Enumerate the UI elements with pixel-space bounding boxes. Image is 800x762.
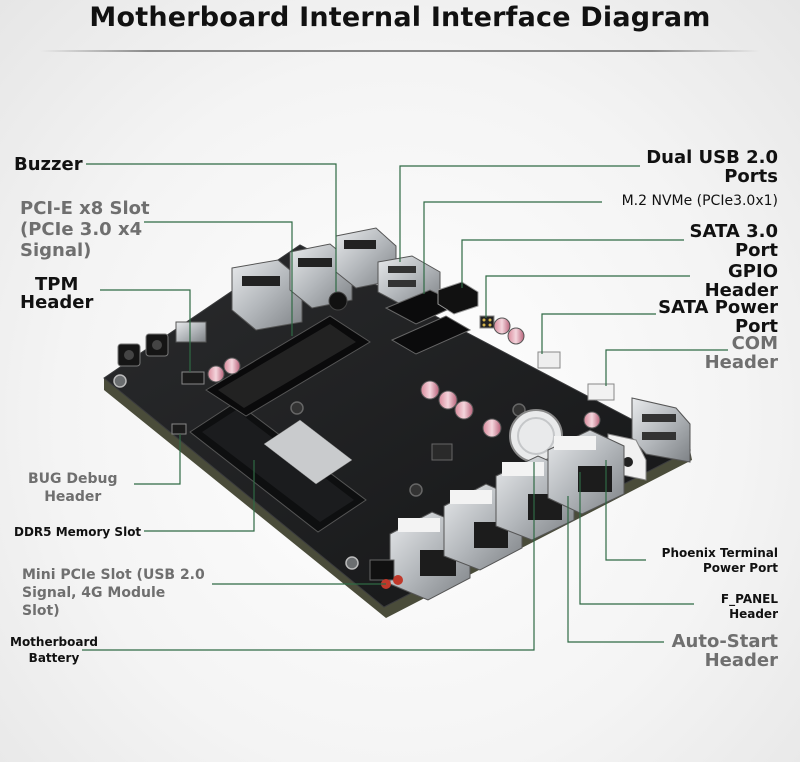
page-title: Motherboard Internal Interface Diagram bbox=[89, 2, 711, 33]
buzzer bbox=[328, 291, 348, 311]
label-battery-line-1: Motherboard bbox=[10, 635, 98, 649]
label-sata-port-line-1: SATA 3.0 bbox=[689, 221, 778, 242]
label-gpio-line-2: Header bbox=[704, 280, 778, 301]
capacitors bbox=[207, 317, 601, 438]
label-com-header: COM Header bbox=[705, 334, 778, 372]
label-battery-line-2: Battery bbox=[28, 651, 80, 665]
leader-bug-debug bbox=[134, 434, 181, 485]
label-dual-usb-line-2: Ports bbox=[724, 166, 778, 187]
leader-tpm-header bbox=[100, 289, 191, 372]
label-gpio-header: GPIO Header bbox=[705, 262, 778, 300]
label-m2-nvme: M.2 NVMe (PCIe3.0x1) bbox=[621, 193, 778, 209]
label-gpio-line-1: GPIO bbox=[728, 261, 778, 282]
mounting-hole bbox=[409, 483, 423, 497]
leader-buzzer bbox=[86, 163, 337, 292]
label-com-line-2: Header bbox=[704, 352, 778, 373]
tpm-header bbox=[181, 371, 205, 385]
leader-ddr5 bbox=[144, 460, 255, 532]
ddr5-sticker bbox=[263, 419, 353, 485]
leader-auto-start bbox=[567, 496, 664, 643]
leader-m2-nvme bbox=[423, 201, 602, 294]
usb-stack-rear-1 bbox=[231, 259, 303, 331]
leader-sata-power bbox=[541, 313, 656, 354]
leader-com-header bbox=[605, 349, 728, 386]
leader-gpio-header bbox=[485, 275, 690, 318]
leader-pcie-slot bbox=[144, 221, 293, 336]
label-motherboard-battery: Motherboard Battery bbox=[10, 634, 98, 666]
label-mini-pcie-line-1: Mini PCIe Slot (USB 2.0 bbox=[22, 567, 205, 583]
chipset bbox=[431, 443, 453, 461]
label-sata-power-line-2: Port bbox=[734, 316, 778, 337]
label-com-line-1: COM bbox=[731, 333, 778, 354]
gpio-header bbox=[479, 315, 495, 329]
title-divider bbox=[40, 50, 760, 52]
label-pcie-slot-line-2: (PCIe 3.0 x4 bbox=[20, 219, 143, 240]
label-tpm-header-line-2: Header bbox=[20, 292, 94, 313]
label-phoenix-line-2: Power Port bbox=[702, 561, 778, 575]
label-ddr5-memory-slot: DDR5 Memory Slot bbox=[14, 525, 142, 539]
label-f-panel-header: F_PANEL Header bbox=[721, 592, 778, 622]
label-sata-power-line-1: SATA Power bbox=[658, 297, 778, 318]
label-dual-usb-ports: Dual USB 2.0 Ports bbox=[646, 148, 778, 186]
label-dual-usb-line-1: Dual USB 2.0 bbox=[646, 147, 778, 168]
pcie-slot-groove bbox=[218, 324, 356, 408]
label-sata-port-line-2: Port bbox=[734, 240, 778, 261]
label-mini-pcie-line-3: Slot) bbox=[22, 603, 60, 619]
label-pcie-slot-line-3: Signal) bbox=[20, 240, 92, 261]
label-f-panel-line-2: Header bbox=[729, 607, 778, 621]
m2-nvme-slot-2 bbox=[390, 315, 472, 355]
rj45-port-4 bbox=[547, 429, 625, 515]
ddr5-slot-inner bbox=[202, 410, 354, 522]
label-mini-pcie-line-2: Signal, 4G Module bbox=[22, 585, 166, 601]
leader-f-panel bbox=[579, 472, 694, 605]
audio-jacks bbox=[117, 321, 207, 367]
label-f-panel-line-1: F_PANEL bbox=[720, 592, 778, 606]
label-mini-pcie-slot: Mini PCIe Slot (USB 2.0 Signal, 4G Modul… bbox=[22, 566, 205, 620]
leader-phoenix bbox=[605, 460, 646, 561]
bug-debug-header bbox=[171, 423, 187, 435]
label-bug-debug-line-2: Header bbox=[44, 489, 102, 505]
label-phoenix-line-1: Phoenix Terminal bbox=[661, 546, 778, 560]
mounting-hole bbox=[113, 374, 127, 388]
mounting-hole bbox=[345, 556, 359, 570]
leader-battery bbox=[82, 462, 535, 651]
mounting-hole bbox=[290, 401, 304, 415]
label-buzzer: Buzzer bbox=[14, 154, 83, 175]
label-sata-port: SATA 3.0 Port bbox=[690, 222, 778, 260]
leader-lines bbox=[82, 163, 728, 651]
leader-sata-port bbox=[461, 239, 684, 288]
com-header bbox=[587, 383, 615, 401]
sata-power-port bbox=[537, 351, 561, 369]
label-bug-debug-header: BUG Debug Header bbox=[28, 470, 118, 506]
label-auto-start-line-1: Auto-Start bbox=[671, 631, 778, 652]
label-pcie-slot-line-1: PCI-E x8 Slot bbox=[20, 198, 150, 219]
label-bug-debug-line-1: BUG Debug bbox=[28, 471, 118, 487]
label-phoenix-terminal: Phoenix Terminal Power Port bbox=[662, 546, 778, 576]
leader-dual-usb bbox=[399, 165, 640, 262]
label-tpm-header: TPM Header bbox=[20, 276, 93, 312]
label-tpm-header-line-1: TPM bbox=[35, 274, 79, 295]
usb-right-stack bbox=[631, 397, 691, 463]
label-auto-start-line-2: Header bbox=[704, 650, 778, 671]
label-sata-power-port: SATA Power Port bbox=[658, 298, 778, 336]
label-pcie-slot: PCI-E x8 Slot (PCIe 3.0 x4 Signal) bbox=[20, 198, 150, 261]
label-auto-start-header: Auto-Start Header bbox=[672, 632, 778, 670]
